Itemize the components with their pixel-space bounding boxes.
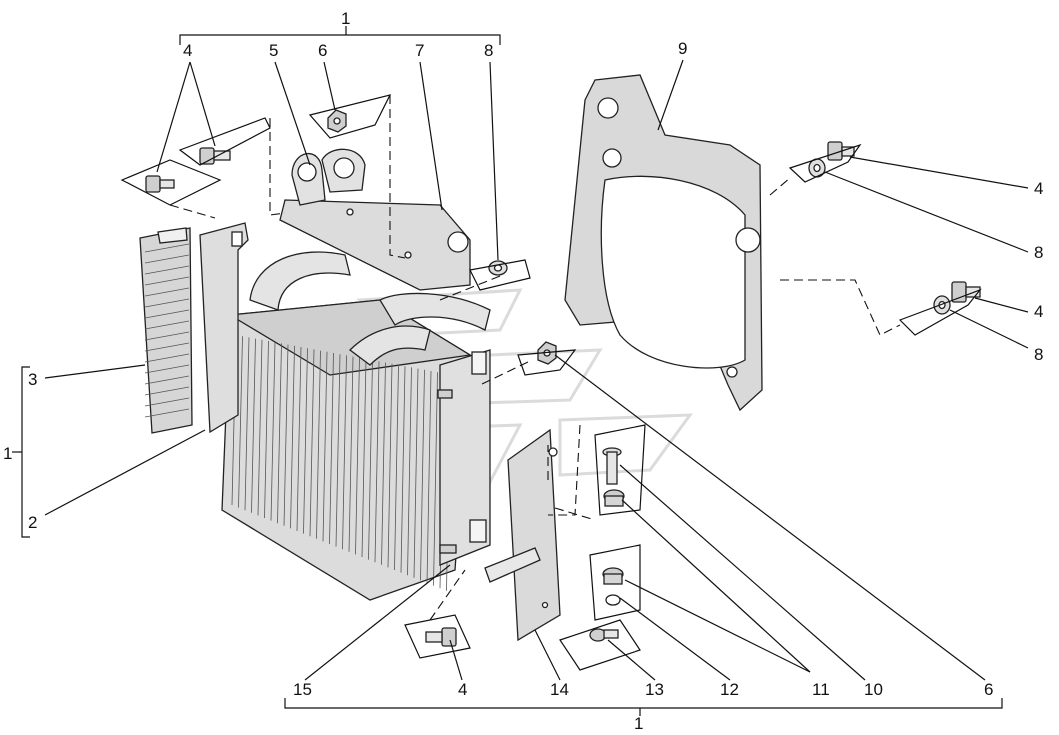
radiator-fin	[355, 357, 360, 555]
radiator-fin	[309, 349, 315, 537]
panel-hatch-line	[144, 386, 190, 396]
bushing-11-b	[602, 567, 624, 585]
seal-panel-2	[199, 222, 249, 434]
callout-assembly-bottom: 1	[634, 714, 643, 733]
radiator-fin	[251, 338, 256, 513]
radiator-fin	[283, 344, 289, 526]
panel-hatch-line	[144, 364, 190, 374]
radiator-fin	[270, 342, 276, 521]
panel-hatch-line	[144, 298, 190, 308]
radiator-fin	[335, 354, 341, 547]
hardware-frames	[120, 94, 982, 671]
callout-assembly-left: 1	[3, 444, 12, 463]
callout-nut-side: 6	[984, 680, 993, 699]
panel-hatch-line	[144, 331, 190, 341]
callout-nut-top: 6	[318, 41, 327, 60]
nut-top	[327, 109, 347, 133]
radiator-fin	[394, 364, 399, 571]
radiator-fin	[238, 336, 243, 508]
radiator-fin	[374, 361, 380, 563]
washer-top	[488, 260, 508, 276]
callout-bolt-top-left: 4	[183, 41, 192, 60]
callout-bushing: 11	[812, 680, 830, 699]
panel-hatch-line	[144, 276, 190, 286]
side-panel-15	[437, 349, 491, 566]
panel-hatch-line	[144, 353, 190, 363]
seal-panel-3	[139, 227, 193, 434]
radiator-fin	[296, 346, 302, 532]
assembly-dashed-lines	[169, 95, 901, 621]
radiator-fin	[290, 345, 295, 529]
leader-lines	[12, 26, 1029, 716]
bolt-top-left-b	[199, 147, 231, 165]
panel-hatch-line	[144, 320, 190, 330]
panel-hatch-line	[144, 408, 190, 418]
pin-10	[602, 447, 622, 485]
callout-pin: 10	[864, 680, 883, 699]
callout-washer-top: 8	[484, 41, 493, 60]
panel-hatch-line	[144, 287, 190, 297]
radiator-fin	[277, 343, 282, 524]
radiator-fin	[407, 367, 412, 576]
radiator-fin	[257, 339, 263, 516]
panel-hatch-line	[144, 309, 190, 319]
radiator-fin	[387, 363, 393, 568]
bolt-top-left-a	[145, 175, 175, 193]
callout-seal-panel-2: 2	[28, 513, 37, 532]
radiator-fin	[420, 369, 425, 581]
callout-ring-plate: 5	[269, 41, 278, 60]
guide-plate-14	[484, 428, 561, 642]
callout-bolt-right-lower: 4	[1034, 302, 1043, 321]
callout-lock-washer: 12	[720, 680, 739, 699]
panel-hatch-line	[144, 342, 190, 352]
panel-hatch-line	[144, 397, 190, 407]
callout-side-panel: 15	[293, 680, 312, 699]
radiator-fin	[348, 356, 354, 552]
callout-screw: 13	[645, 680, 664, 699]
fan-shroud-9	[564, 74, 763, 412]
radiator-fin	[342, 355, 347, 550]
radiator-fin	[426, 370, 432, 584]
bushing-11-a	[603, 489, 625, 507]
radiator-fin	[329, 352, 334, 545]
callout-bolt-right-upper: 4	[1034, 179, 1043, 198]
screw-13	[589, 628, 619, 642]
radiator-fin	[433, 372, 438, 586]
callout-washer-right-upper: 8	[1034, 243, 1043, 262]
radiator-fin	[322, 351, 328, 542]
panel-hatch-line	[144, 254, 190, 264]
panel-hatch-line	[144, 243, 190, 253]
callout-seal-panel-3: 3	[28, 370, 37, 389]
radiator-fin	[413, 368, 419, 578]
radiator-fin	[316, 350, 321, 539]
radiator-core	[221, 251, 491, 601]
radiator-fin	[264, 340, 269, 519]
callout-fan-shroud: 9	[678, 39, 687, 58]
radiator-fin	[303, 348, 308, 534]
radiator-fin	[368, 360, 373, 560]
radiator-fin	[381, 362, 386, 565]
callout-assembly-top: 1	[341, 9, 350, 28]
panel-hatch-line	[144, 265, 190, 275]
radiator-fin	[244, 337, 250, 511]
callout-bolt-bottom: 4	[458, 680, 467, 699]
radiator-fin	[361, 358, 367, 558]
callout-bracket: 7	[415, 41, 424, 60]
bolt-bottom	[425, 627, 457, 647]
ring-plate-5	[291, 148, 366, 206]
callout-guide-plate: 14	[550, 680, 569, 699]
bracket-7	[279, 199, 471, 291]
panel-hatch-line	[144, 375, 190, 385]
radiator-fin	[400, 366, 406, 573]
lock-washer-12	[605, 594, 621, 606]
callout-washer-right-lower: 8	[1034, 345, 1043, 364]
